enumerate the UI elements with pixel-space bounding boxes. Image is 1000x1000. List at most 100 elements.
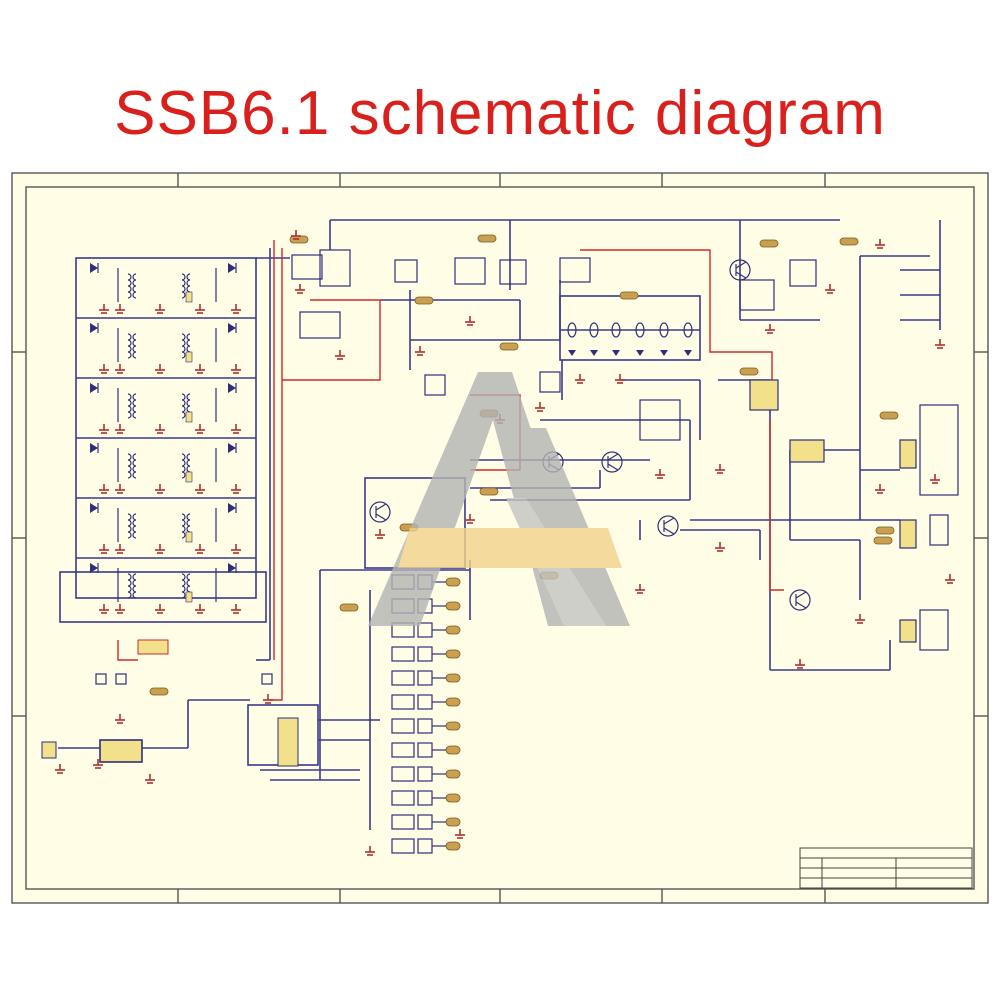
crystal-icon bbox=[659, 322, 669, 356]
relay-icon bbox=[391, 814, 461, 830]
ground-icon bbox=[155, 364, 165, 374]
ground-icon bbox=[295, 284, 305, 294]
crystal-icon bbox=[611, 322, 621, 356]
ground-icon bbox=[945, 574, 955, 584]
net-label-tag bbox=[875, 526, 895, 535]
net-label-tag bbox=[479, 487, 499, 496]
relay-icon bbox=[391, 742, 461, 758]
transistor-icon bbox=[789, 589, 811, 611]
ground-icon bbox=[655, 469, 665, 479]
ground-icon bbox=[231, 364, 241, 374]
ground-icon bbox=[415, 346, 425, 356]
ground-icon bbox=[375, 529, 385, 539]
ground-icon bbox=[115, 714, 125, 724]
ground-icon bbox=[155, 484, 165, 494]
tact-switches bbox=[95, 673, 273, 685]
ground-icon bbox=[825, 284, 835, 294]
net-label-tag bbox=[619, 291, 639, 300]
power-connector bbox=[41, 741, 57, 759]
ground-icon bbox=[155, 604, 165, 614]
net-label-tag bbox=[499, 342, 519, 351]
ground-icon bbox=[55, 764, 65, 774]
ground-icon bbox=[365, 846, 375, 856]
filter-bank bbox=[90, 263, 241, 614]
ground-icon bbox=[195, 544, 205, 554]
relay-icon bbox=[391, 838, 461, 854]
ground-icon bbox=[155, 544, 165, 554]
ground-icon bbox=[715, 464, 725, 474]
ground-icon bbox=[115, 544, 125, 554]
ground-icon bbox=[635, 584, 645, 594]
relay-icon bbox=[391, 670, 461, 686]
net-label-tag bbox=[879, 411, 899, 420]
filter-row bbox=[90, 563, 241, 614]
ground-icon bbox=[875, 484, 885, 494]
relay-icon bbox=[391, 622, 461, 638]
watermark-logo bbox=[368, 372, 630, 626]
filter-row bbox=[90, 383, 241, 434]
net-label-tag bbox=[873, 536, 893, 545]
ground-icon bbox=[99, 544, 109, 554]
crystal-icon bbox=[635, 322, 645, 356]
ground-icon bbox=[535, 402, 545, 412]
ground-icon bbox=[855, 614, 865, 624]
ground-icon bbox=[231, 484, 241, 494]
ground-icon bbox=[115, 304, 125, 314]
ground-icon bbox=[99, 304, 109, 314]
ground-icon bbox=[465, 316, 475, 326]
ground-icon bbox=[99, 484, 109, 494]
ground-icon bbox=[93, 759, 103, 769]
diagram-title: SSB6.1 schematic diagram bbox=[114, 79, 886, 148]
relay-icon bbox=[391, 694, 461, 710]
net-label-tag bbox=[759, 239, 779, 248]
ground-icon bbox=[615, 374, 625, 384]
ground-icon bbox=[115, 484, 125, 494]
filter-row bbox=[90, 323, 241, 374]
ground-icon bbox=[195, 304, 205, 314]
ground-symbols bbox=[55, 230, 955, 856]
relay-icon bbox=[391, 766, 461, 782]
ground-icon bbox=[765, 324, 775, 334]
ground-icon bbox=[155, 424, 165, 434]
bfo-connector bbox=[137, 639, 169, 655]
ground-icon bbox=[465, 514, 475, 524]
ground-icon bbox=[231, 544, 241, 554]
ground-icon bbox=[195, 364, 205, 374]
filter-row bbox=[90, 263, 241, 314]
ground-icon bbox=[195, 484, 205, 494]
ground-icon bbox=[231, 604, 241, 614]
net-label-tag bbox=[149, 687, 169, 696]
relay-column bbox=[391, 574, 461, 854]
ground-icon bbox=[195, 604, 205, 614]
transistor-icon bbox=[657, 515, 679, 537]
net-label-tag bbox=[477, 234, 497, 243]
ground-icon bbox=[795, 659, 805, 669]
ground-icon bbox=[99, 424, 109, 434]
power-regulator bbox=[58, 699, 250, 763]
relay-icon bbox=[391, 646, 461, 662]
net-label-tag bbox=[839, 237, 859, 246]
ground-icon bbox=[455, 829, 465, 839]
led-column bbox=[900, 220, 941, 330]
ground-icon bbox=[115, 604, 125, 614]
ground-icon bbox=[99, 364, 109, 374]
ground-icon bbox=[99, 604, 109, 614]
ground-icon bbox=[115, 364, 125, 374]
filter-row bbox=[90, 503, 241, 554]
if-stage-transformers bbox=[291, 249, 817, 396]
ground-icon bbox=[231, 424, 241, 434]
relay-icon bbox=[391, 790, 461, 806]
ground-icon bbox=[930, 474, 940, 484]
transistor-icon bbox=[729, 259, 751, 281]
crystal-icon bbox=[589, 322, 599, 356]
ground-icon bbox=[291, 230, 301, 240]
crystal-row bbox=[567, 322, 693, 356]
frame-zone-ticks bbox=[12, 173, 988, 903]
filter-bank-frame bbox=[59, 257, 267, 623]
net-label-tag bbox=[739, 367, 759, 376]
ground-icon bbox=[935, 339, 945, 349]
ground-icon bbox=[155, 304, 165, 314]
ground-icon bbox=[195, 424, 205, 434]
ground-icon bbox=[231, 304, 241, 314]
